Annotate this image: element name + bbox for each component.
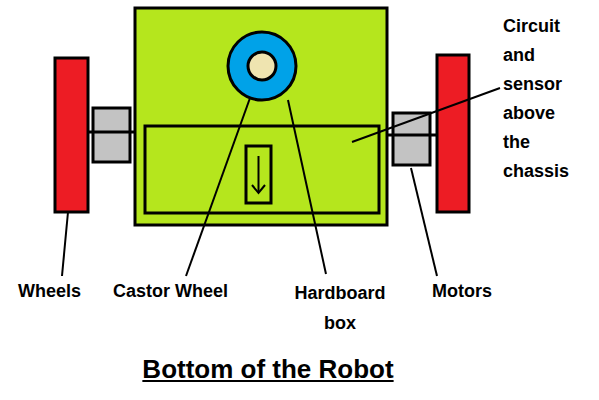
part-label: Circuit and sensor above the chassis — [503, 12, 585, 186]
right-wheel — [437, 55, 469, 212]
left-axle — [88, 131, 135, 134]
chassis — [135, 8, 387, 225]
left-wheel — [55, 58, 88, 212]
leader-line — [352, 88, 500, 142]
leader-line — [411, 168, 437, 276]
right-axle — [387, 134, 437, 137]
direction-arrow-head — [252, 185, 265, 193]
sensor-box — [246, 146, 271, 203]
circuit-box — [145, 126, 379, 213]
castor-wheel — [228, 32, 296, 100]
part-label: Wheels — [18, 279, 98, 303]
left-motor — [93, 108, 130, 162]
part-label: Motors — [432, 279, 512, 303]
part-label: Castor Wheel — [113, 279, 253, 303]
leader-line — [186, 98, 250, 276]
leader-line — [62, 212, 68, 276]
direction-arrow — [258, 156, 260, 192]
castor-hub — [248, 52, 276, 80]
part-label: Hardboard box — [282, 278, 398, 338]
leader-line — [288, 100, 326, 274]
diagram-title: Bottom of the Robot — [100, 352, 436, 386]
